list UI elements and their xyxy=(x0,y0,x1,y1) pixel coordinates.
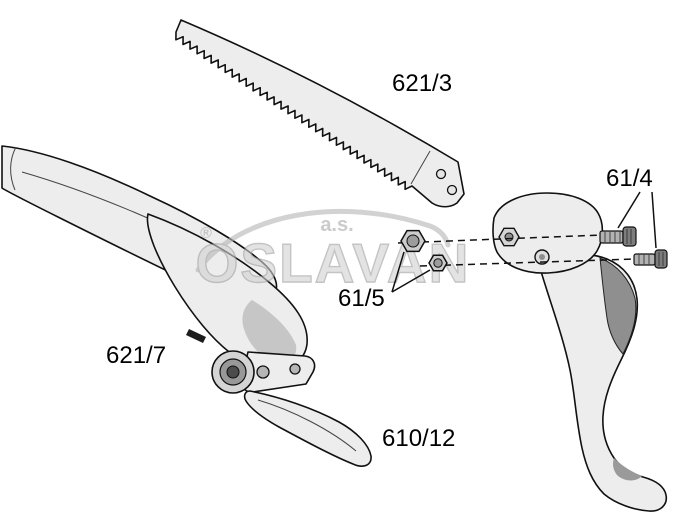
leader-lines xyxy=(391,191,657,293)
blade-tang-line xyxy=(410,150,431,185)
assembly-axis-lower xyxy=(419,258,637,267)
leader-screws-1 xyxy=(617,191,641,229)
handle-hex-hole-center xyxy=(504,232,514,242)
grip-hook-shade xyxy=(613,458,642,481)
link-rivet xyxy=(256,365,270,379)
pivot-bolt xyxy=(211,350,255,394)
part-label-screws: 61/4 xyxy=(606,165,653,192)
lock-nuts xyxy=(400,229,448,272)
body-end-cap-line xyxy=(10,146,17,191)
leader-nuts-1 xyxy=(391,251,405,293)
handle-head xyxy=(492,192,604,274)
lever-inner-line xyxy=(257,399,357,452)
assembly-axis-upper xyxy=(397,234,603,244)
part-label-nuts: 61/5 xyxy=(338,285,385,312)
cover-shaded-region xyxy=(242,300,297,362)
screw-upper-head xyxy=(622,226,637,247)
cover-slot xyxy=(186,329,206,343)
handle xyxy=(492,192,668,512)
handle-round-hole-center xyxy=(539,254,545,260)
handle-grip xyxy=(539,253,668,512)
part-label-body: 621/7 xyxy=(106,342,166,369)
leader-nuts-2 xyxy=(391,269,431,293)
lever-arm xyxy=(243,390,372,467)
part-label-blade: 621/3 xyxy=(392,70,452,97)
assembly-axis-lines xyxy=(397,234,637,267)
screw-lower-head xyxy=(654,249,668,269)
watermark-suffix: a.s. xyxy=(320,214,353,236)
grip-pad xyxy=(599,257,637,355)
link-rivet xyxy=(289,363,301,375)
saw-blade xyxy=(175,19,465,208)
leader-screws-2 xyxy=(651,191,657,249)
locking-lever xyxy=(240,351,372,467)
watermark-registered-mark: ® xyxy=(200,225,212,242)
watermark-swoosh xyxy=(195,208,451,273)
blade-rivet-hole xyxy=(446,184,458,196)
part-label-lever: 610/12 xyxy=(382,425,455,452)
lock-nut-large-hole xyxy=(406,234,420,248)
fixing-screws xyxy=(599,226,668,269)
blade-outline xyxy=(175,19,465,208)
watermark: OSLAVAN ® a.s. xyxy=(195,208,471,295)
watermark-brand: OSLAVAN xyxy=(196,232,471,294)
blade-rivet-hole xyxy=(435,168,447,180)
lock-nut-small-hole xyxy=(433,258,443,268)
pivot-center xyxy=(226,365,240,379)
